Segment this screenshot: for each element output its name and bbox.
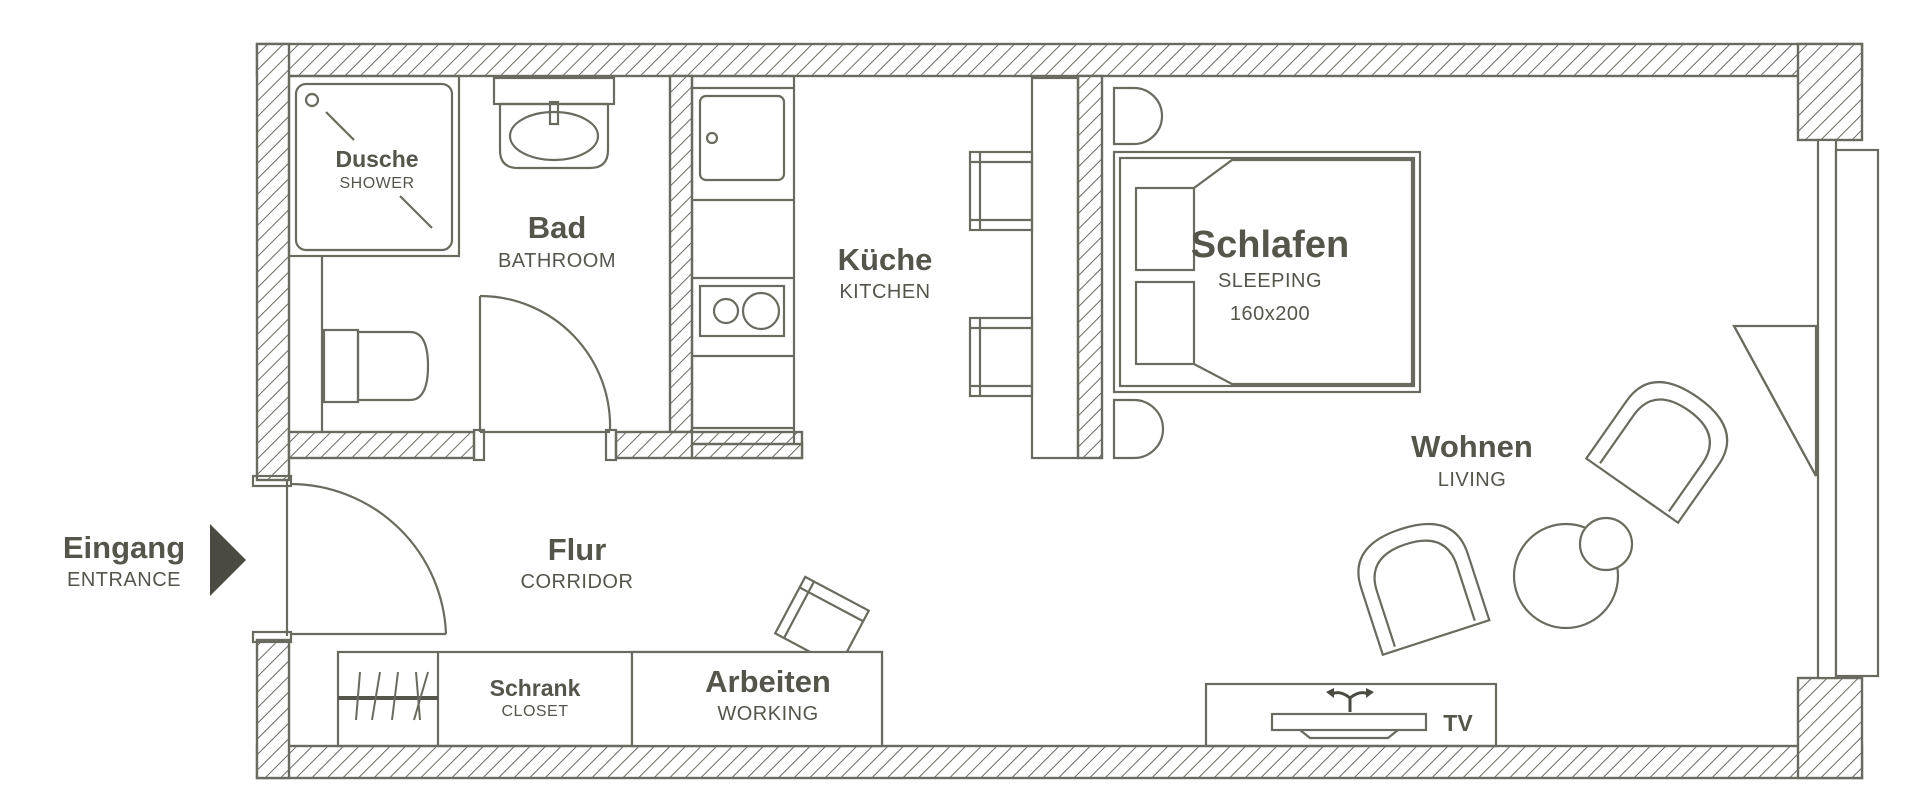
closet-title: Schrank xyxy=(490,675,581,701)
kitchen-title: Küche xyxy=(838,242,933,277)
sleeping-subtitle: SLEEPING xyxy=(1218,270,1322,292)
working-subtitle: WORKING xyxy=(717,703,818,725)
corridor-subtitle: CORRIDOR xyxy=(521,571,634,593)
bathroom-door xyxy=(472,294,618,462)
living-subtitle: LIVING xyxy=(1438,469,1507,491)
entrance-door xyxy=(251,474,448,644)
shower-subtitle: SHOWER xyxy=(340,175,415,192)
outer-walls xyxy=(255,42,1864,780)
closet-subtitle: CLOSET xyxy=(501,703,568,720)
toilet xyxy=(320,256,430,432)
bathroom-subtitle: BATHROOM xyxy=(498,250,616,272)
bathroom-title: Bad xyxy=(528,210,587,245)
balcony-door xyxy=(1732,324,1818,477)
side-tables xyxy=(1512,516,1634,630)
shower-tray xyxy=(294,82,454,252)
tv-label: TV xyxy=(1443,710,1473,736)
desk-chair xyxy=(773,575,871,669)
entrance-arrow-icon xyxy=(210,524,246,596)
tv-unit xyxy=(1204,682,1498,748)
kitchen-bar xyxy=(968,76,1080,460)
sleeping-title: Schlafen xyxy=(1191,224,1349,266)
entrance-title: Eingang xyxy=(63,530,185,565)
armchair-upper xyxy=(1584,381,1729,525)
shower-title: Dusche xyxy=(335,146,418,172)
bed xyxy=(1112,150,1422,394)
corridor-title: Flur xyxy=(548,532,607,567)
working-title: Arbeiten xyxy=(705,664,831,699)
bed-size: 160x200 xyxy=(1230,303,1310,325)
kitchen-subtitle: KITCHEN xyxy=(839,281,930,303)
nightstands xyxy=(1112,86,1165,460)
desk xyxy=(630,650,884,748)
armchair-lower xyxy=(1357,522,1491,657)
interior-walls xyxy=(287,74,1880,680)
shower-enclosure xyxy=(287,74,461,258)
living-title: Wohnen xyxy=(1411,429,1533,464)
entrance-subtitle: ENTRANCE xyxy=(67,569,181,591)
kitchen-counter xyxy=(690,74,796,446)
bathroom-sink xyxy=(492,76,616,170)
